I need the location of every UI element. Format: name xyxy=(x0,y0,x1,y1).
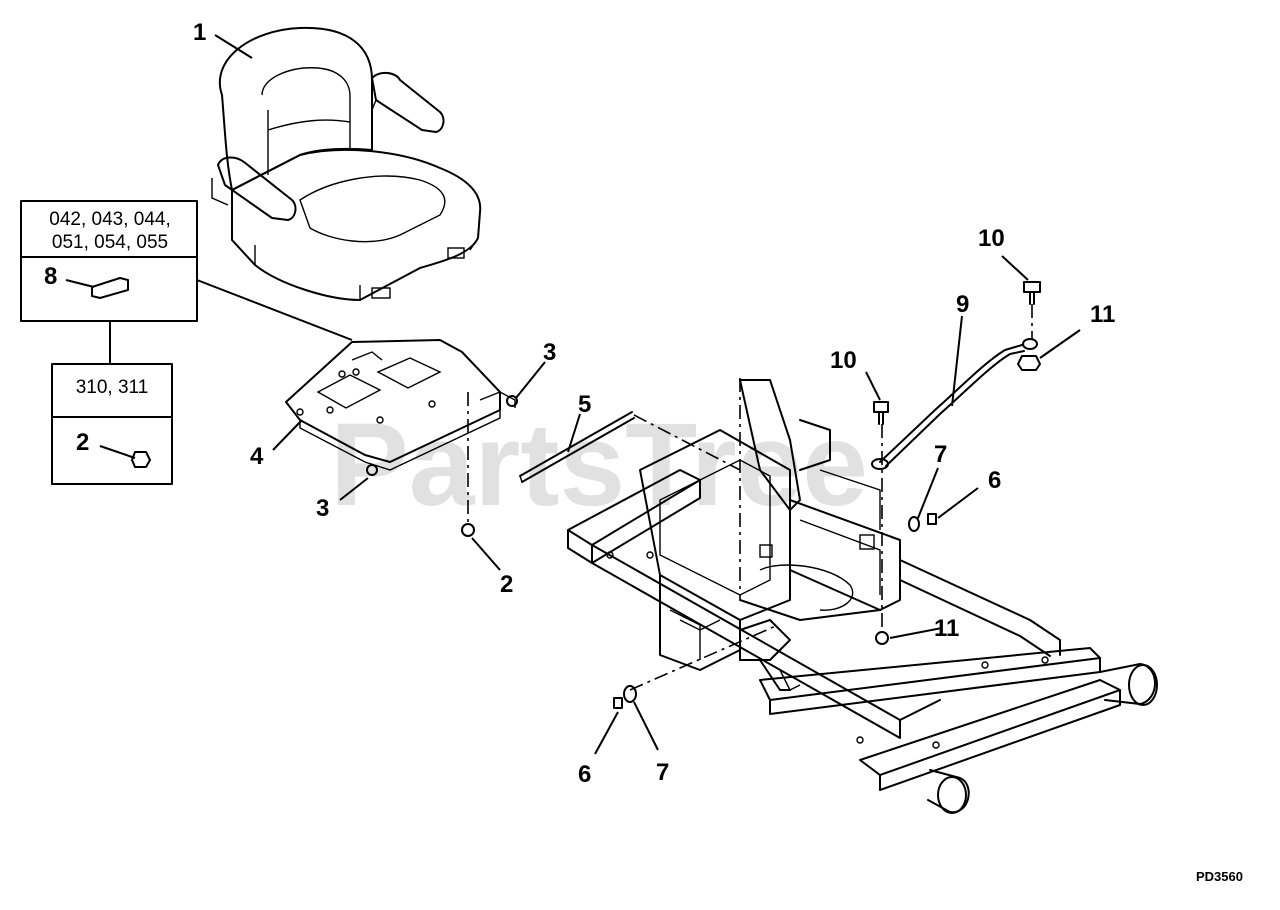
part-2-nut[interactable] xyxy=(461,523,475,537)
callout-8[interactable]: 8 xyxy=(44,263,57,290)
callouts: 1 2 3 3 4 5 10 9 10 11 7 6 11 6 7 xyxy=(193,19,1115,788)
pin-6-right[interactable] xyxy=(927,513,937,525)
nut-11-upper[interactable] xyxy=(1017,355,1041,371)
box-upper-models-line2: 051, 054, 055 xyxy=(52,232,168,253)
callout-4[interactable]: 4 xyxy=(250,443,264,470)
callout-3-left[interactable]: 3 xyxy=(316,495,329,522)
mower-frame[interactable] xyxy=(567,379,1158,814)
nut-11-lower[interactable] xyxy=(875,631,889,645)
box-upper-models-line1: 042, 043, 044, xyxy=(49,209,171,230)
callout-10-upper[interactable]: 10 xyxy=(978,225,1005,252)
bolt-10-lower[interactable] xyxy=(873,401,889,425)
callout-9[interactable]: 9 xyxy=(956,291,969,318)
callout-1[interactable]: 1 xyxy=(193,19,206,46)
seat-drawing[interactable] xyxy=(211,26,482,301)
pin-6-left[interactable] xyxy=(613,697,623,709)
part-8-clip[interactable] xyxy=(91,277,129,299)
box-lower-models: 310, 311 xyxy=(76,377,149,398)
model-box-lower: 310, 311 2 xyxy=(51,363,173,485)
callout-6-left[interactable]: 6 xyxy=(578,761,591,788)
washer-7-left[interactable] xyxy=(623,685,637,703)
seat-plate[interactable] xyxy=(285,339,518,476)
pivot-rod[interactable] xyxy=(519,411,635,483)
callout-7-left[interactable]: 7 xyxy=(656,759,669,786)
callout-5[interactable]: 5 xyxy=(578,391,591,418)
callout-7-right[interactable]: 7 xyxy=(934,441,947,468)
washer-7-right[interactable] xyxy=(908,516,920,532)
callout-3-right[interactable]: 3 xyxy=(543,339,556,366)
callout-6-right[interactable]: 6 xyxy=(988,467,1001,494)
callout-2-box[interactable]: 2 xyxy=(76,429,89,456)
model-box-upper: 042, 043, 044, 051, 054, 055 8 xyxy=(20,200,198,322)
reference-code: PD3560 xyxy=(1196,869,1243,884)
callout-11-lower[interactable]: 11 xyxy=(934,615,959,642)
leader-lines xyxy=(214,34,1081,755)
linkage-rod[interactable] xyxy=(871,338,1038,470)
part-2-nut-box[interactable] xyxy=(131,451,151,468)
callout-10-lower[interactable]: 10 xyxy=(830,347,857,374)
watermark-text: PartsTree xyxy=(330,399,868,531)
bolt-10-upper[interactable] xyxy=(1023,281,1041,305)
callout-2[interactable]: 2 xyxy=(500,571,513,598)
callout-11-upper[interactable]: 11 xyxy=(1090,301,1115,328)
